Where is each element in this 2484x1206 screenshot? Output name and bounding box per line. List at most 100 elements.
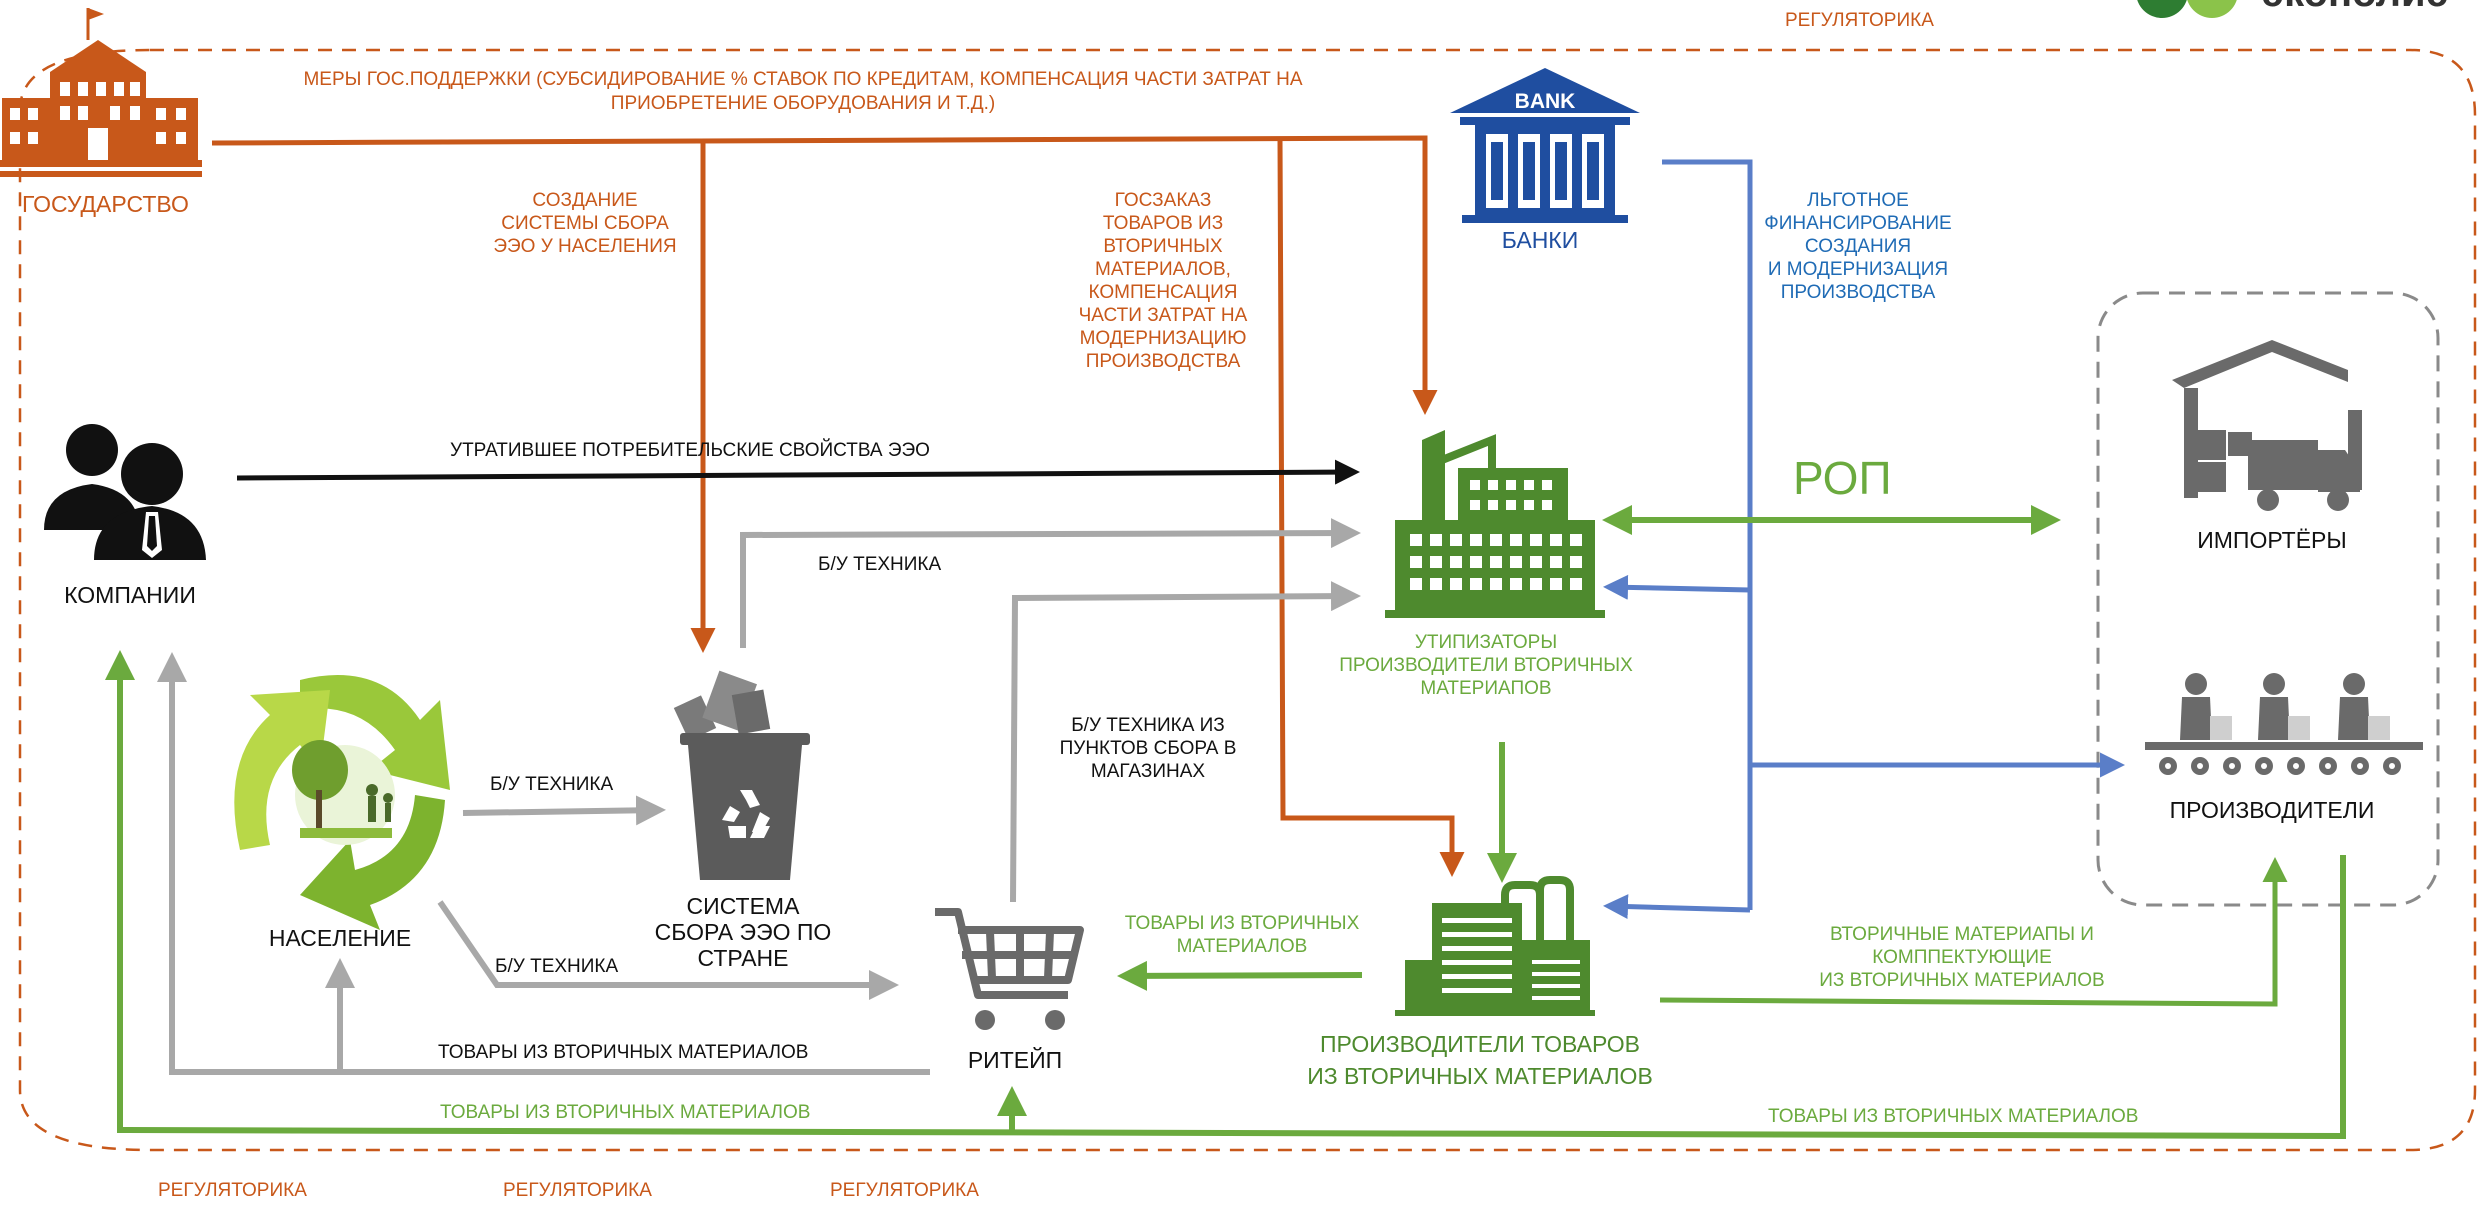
regulatorika-bottom-1: РЕГУЛЯТОРИКА <box>158 1180 307 1201</box>
recyclers-label-line1: УТИПИЗАТОРЫ <box>1415 632 1557 653</box>
materials-to-producers-arrow <box>1659 857 2288 1007</box>
shopping-cart-icon <box>935 908 1084 999</box>
used-tech-retail-label: Б/У ТЕХНИКА <box>495 956 618 977</box>
secondary-materials-line2: КОМППЕКТУЮЩИЕ <box>1872 947 2052 968</box>
goods-to-retail-arrow <box>1117 960 1363 991</box>
regulatorika-bottom-2: РЕГУЛЯТОРИКА <box>503 1180 652 1201</box>
create-collection-line2: СИСТЕМЫ СБОРА <box>501 213 669 234</box>
recyclers-label-line2: ПРОИЗВОДИТЕЛИ ВТОРИЧНЫХ <box>1339 655 1633 676</box>
factory-icon <box>1385 430 1605 618</box>
shops-used-tech-arrow <box>1010 581 1361 903</box>
state-support-line2: ПРИОБРЕТЕНИЕ ОБОРУДОВАНИЯ И Т.Д.) <box>611 93 995 114</box>
companies-to-recyclers-arrow <box>236 459 1360 485</box>
plant-icon <box>1395 876 1595 1016</box>
retail-goods-gray-loop <box>157 652 930 1075</box>
bank-financing-line1: ЛЬГОТНОЕ <box>1807 190 1909 211</box>
collection-label-line2: СБОРА ЭЭО ПО <box>655 919 832 945</box>
population-to-collection-arrow <box>462 795 666 826</box>
state-order-line4: МАТЕРИАЛОВ, <box>1095 259 1231 280</box>
foreign-group-box <box>2096 291 2440 907</box>
cart-wheel-right <box>1045 1010 1065 1030</box>
create-collection-label: СОЗДАНИЕ СИСТЕМЫ СБОРА ЭЭО У НАСЕЛЕНИЯ <box>493 190 676 257</box>
population-label: НАСЕЛЕНИЕ <box>269 925 411 951</box>
importers-node: ИМПОРТЁРЫ <box>2172 340 2362 553</box>
regulatorika-bottom-3: РЕГУЛЯТОРИКА <box>830 1180 979 1201</box>
rop-label: РОП <box>1793 452 1892 504</box>
state-order-line3: ВТОРИЧНЫХ <box>1103 236 1222 257</box>
state-label: ГОСУДАРСТВО <box>22 191 189 217</box>
importers-label: ИМПОРТЁРЫ <box>2197 527 2347 553</box>
bank-financing-line4: И МОДЕРНИЗАЦИЯ <box>1768 259 1948 280</box>
goods-producers-line1: ПРОИЗВОДИТЕЛИ ТОВАРОВ <box>1320 1031 1640 1057</box>
secondary-materials-label: ВТОРИЧНЫЕ МАТЕРИАПЫ И КОМППЕКТУЮЩИЕ ИЗ В… <box>1819 924 2104 991</box>
used-tech-pop-label: Б/У ТЕХНИКА <box>490 774 613 795</box>
state-support-label: МЕРЫ ГОС.ПОДДЕРЖКИ (СУБСИДИРОВАНИЕ % СТА… <box>303 69 1302 114</box>
bottom-goods-right-label: ТОВАРЫ ИЗ ВТОРИЧНЫХ МАТЕРИАЛОВ <box>1768 1106 2138 1127</box>
population-node: НАСЕЛЕНИЕ <box>234 675 450 951</box>
goods-producers-node: ПРОИЗВОДИТЕЛИ ТОВАРОВ ИЗ ВТОРИЧНЫХ МАТЕР… <box>1307 876 1653 1089</box>
goods-to-retail-label: ТОВАРЫ ИЗ ВТОРИЧНЫХ МАТЕРИАЛОВ <box>1125 913 1360 957</box>
secondary-materials-line1: ВТОРИЧНЫЕ МАТЕРИАПЫ И <box>1830 924 2094 945</box>
recyclers-label-line3: МАТЕРИАПОВ <box>1420 678 1551 699</box>
state-support-line1: МЕРЫ ГОС.ПОДДЕРЖКИ (СУБСИДИРОВАНИЕ % СТА… <box>303 69 1302 90</box>
bottom-goods-left-label: ТОВАРЫ ИЗ ВТОРИЧНЫХ МАТЕРИАЛОВ <box>440 1102 810 1123</box>
retail-goods-gray-label: ТОВАРЫ ИЗ ВТОРИЧНЫХ МАТЕРИАЛОВ <box>438 1042 808 1063</box>
regulatorika-top: РЕГУЛЯТОРИКА <box>1785 10 1934 31</box>
bank-icon <box>1450 68 1640 223</box>
goods-to-retail-line1: ТОВАРЫ ИЗ ВТОРИЧНЫХ <box>1125 913 1360 934</box>
bank-financing-line <box>1662 159 1753 910</box>
government-building-icon <box>0 8 202 177</box>
state-order-label: ГОСЗАКАЗ ТОВАРОВ ИЗ ВТОРИЧНЫХ МАТЕРИАЛОВ… <box>1079 190 1248 372</box>
recyclers-node: УТИПИЗАТОРЫ ПРОИЗВОДИТЕЛИ ВТОРИЧНЫХ МАТЕ… <box>1339 430 1633 699</box>
bank-sign: BANK <box>1515 90 1576 113</box>
lost-properties-label: УТРАТИВШЕЕ ПОТРЕБИТЕЛЬСКИЕ СВОЙСТВА ЭЭО <box>450 439 930 461</box>
used-tech-to-recyclers-arrow <box>740 518 1361 648</box>
used-tech-top-label: Б/У ТЕХНИКА <box>818 554 941 575</box>
bank-financing-line2: ФИНАНСИРОВАНИЕ <box>1764 213 1951 234</box>
producers-label: ПРОИЗВОДИТЕЛИ <box>2170 797 2375 823</box>
retail-node: РИТЕЙП <box>935 908 1084 1073</box>
collection-node: СИСТЕМА СБОРА ЭЭО ПО СТРАНЕ <box>655 670 832 971</box>
secondary-materials-line3: ИЗ ВТОРИЧНЫХ МАТЕРИАЛОВ <box>1819 970 2104 991</box>
collection-label-line1: СИСТЕМА <box>687 893 801 919</box>
state-order-line1: ГОСЗАКАЗ <box>1115 190 1212 211</box>
logo: экополис <box>2137 0 2448 18</box>
banks-label: БАНКИ <box>1502 227 1578 253</box>
bottom-goods-loop <box>105 650 2346 1140</box>
regulatory-boundary <box>18 48 2477 1152</box>
state-order-line6: ЧАСТИ ЗАТРАТ НА <box>1079 305 1248 326</box>
used-from-shops-line1: Б/У ТЕХНИКА ИЗ <box>1071 715 1225 736</box>
bank-financing-line3: СОЗДАНИЯ <box>1805 236 1911 257</box>
bank-to-recyclers-arrow <box>1603 574 1751 600</box>
state-order-line5: КОМПЕНСАЦИЯ <box>1089 282 1238 303</box>
bank-financing-line5: ПРОИЗВОДСТВА <box>1781 282 1936 303</box>
logo-circle-dark <box>2137 0 2187 18</box>
logo-circle-light <box>2187 0 2237 18</box>
bank-financing-label: ЛЬГОТНОЕ ФИНАНСИРОВАНИЕ СОЗДАНИЯ И МОДЕР… <box>1764 190 1951 303</box>
state-order-line2: ТОВАРОВ ИЗ <box>1103 213 1223 234</box>
business-people-icon <box>44 424 206 560</box>
logo-text: экополис <box>2262 0 2448 15</box>
retail-label: РИТЕЙП <box>968 1046 1062 1073</box>
banks-node: BANK БАНКИ <box>1450 68 1640 253</box>
recycle-nature-icon <box>234 675 450 930</box>
state-order-line7: МОДЕРНИЗАЦИЮ <box>1080 328 1247 349</box>
companies-node: КОМПАНИИ <box>44 424 206 608</box>
used-from-shops-line3: МАГАЗИНАХ <box>1091 761 1206 782</box>
producers-node: ПРОИЗВОДИТЕЛИ <box>2145 673 2423 823</box>
state-support-line <box>211 135 1438 415</box>
bank-to-goods-producers-arrow <box>1603 894 1751 920</box>
state-order-line8: ПРОИЗВОДСТВА <box>1086 351 1241 372</box>
state-node: ГОСУДАРСТВО <box>0 8 202 217</box>
companies-label: КОМПАНИИ <box>64 582 196 608</box>
collection-label-line3: СТРАНЕ <box>698 945 789 971</box>
goods-producers-line2: ИЗ ВТОРИЧНЫХ МАТЕРИАЛОВ <box>1307 1063 1653 1089</box>
create-collection-line3: ЭЭО У НАСЕЛЕНИЯ <box>493 236 676 257</box>
create-collection-line1: СОЗДАНИЕ <box>532 190 637 211</box>
assembly-line-icon <box>2145 673 2423 775</box>
used-from-shops-label: Б/У ТЕХНИКА ИЗ ПУНКТОВ СБОРА В МАГАЗИНАХ <box>1060 715 1237 782</box>
population-to-retail-arrow <box>437 900 899 1000</box>
warehouse-truck-icon <box>2172 340 2362 511</box>
